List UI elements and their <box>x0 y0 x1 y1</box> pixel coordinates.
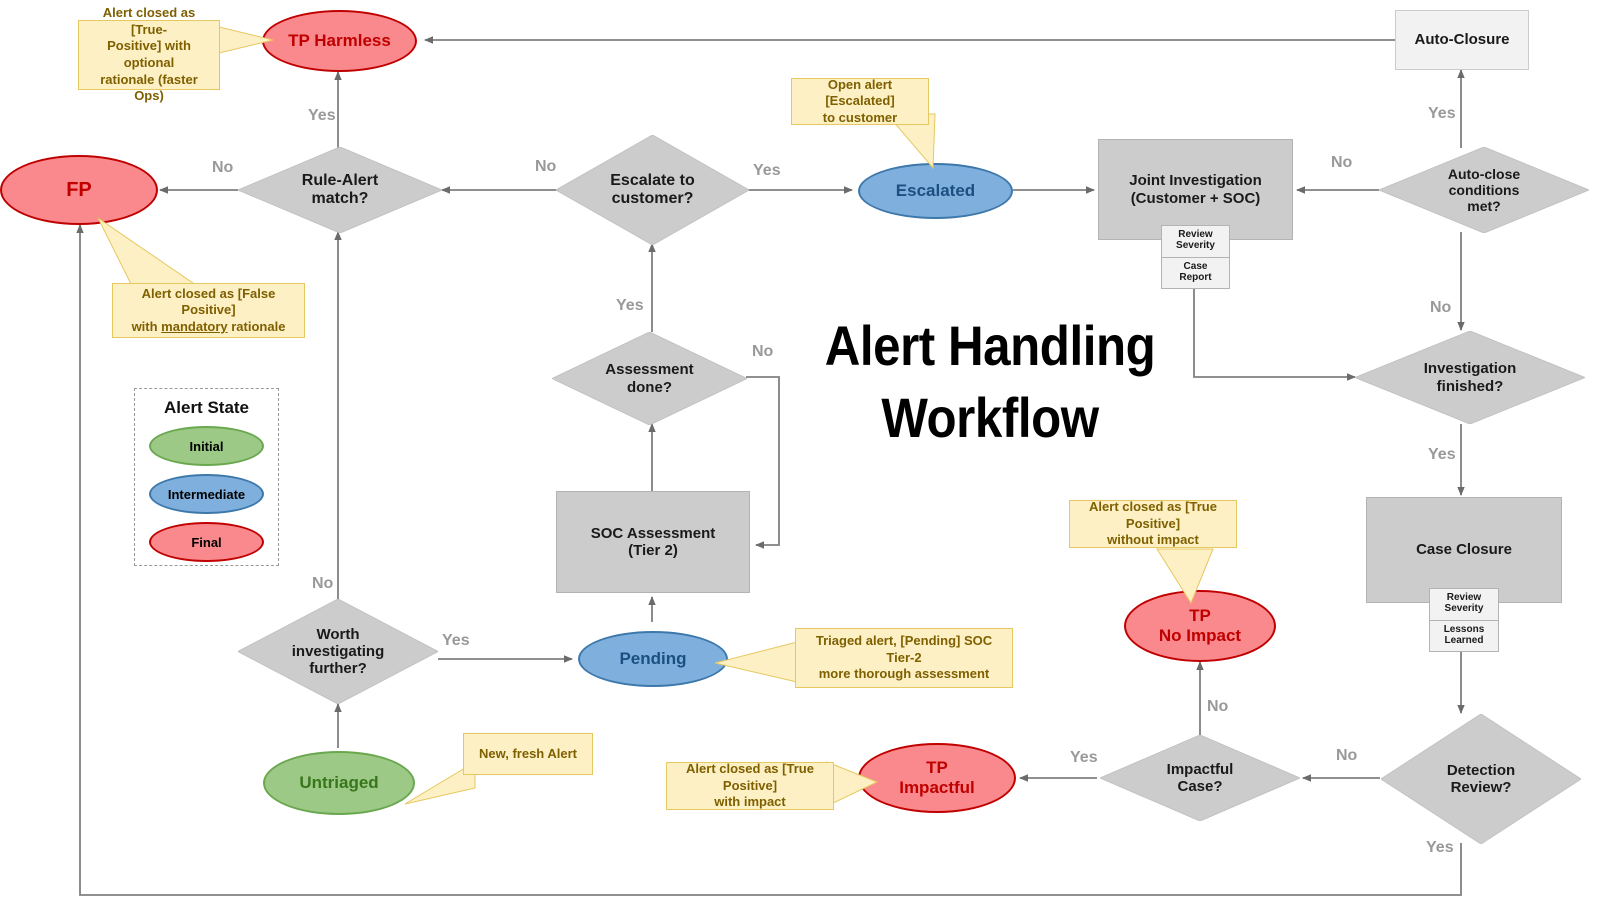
note-pointer-pending <box>715 641 798 683</box>
subtable-row: Review Severity <box>1444 592 1484 615</box>
node-pending-label: Pending <box>619 649 687 669</box>
node-pending[interactable]: Pending <box>578 631 728 687</box>
node-tp-impactful-label: TP Impactful <box>899 758 975 797</box>
node-tp-harmless[interactable]: TP Harmless <box>262 10 417 72</box>
node-investigation-finished-label: Investigation finished? <box>1423 360 1517 395</box>
edge-label-rule-match-no: No <box>212 159 234 176</box>
node-escalated-label: Escalated <box>895 181 976 201</box>
legend-alert-state: Alert State Initial Intermediate Final <box>134 388 279 566</box>
legend-item-initial: Initial <box>149 426 264 466</box>
page-title: Alert Handling Workflow <box>824 314 1156 449</box>
edge-label-worth-no: No <box>312 575 334 592</box>
node-impactful-case-label: Impactful Case? <box>1166 760 1234 795</box>
edge-label-autoclose-yes: Yes <box>1428 105 1456 122</box>
diamond-shape <box>238 147 442 233</box>
node-detection-review[interactable]: Detection Review? <box>1381 714 1581 844</box>
note-untriaged: New, fresh Alert <box>463 733 593 775</box>
diamond-shape <box>552 332 747 425</box>
diamond-shape <box>556 135 749 245</box>
legend-item-intermediate: Intermediate <box>149 474 264 514</box>
node-investigation-finished[interactable]: Investigation finished? <box>1355 331 1585 424</box>
edge-label-worth-yes: Yes <box>442 632 470 649</box>
note-fp-underlined: mandatory <box>161 318 228 334</box>
diamond-shape <box>1100 735 1300 821</box>
edge-label-escalate-yes: Yes <box>753 162 781 179</box>
edge-label-detection-yes: Yes <box>1426 839 1454 856</box>
legend-item-initial-label: Initial <box>189 438 224 454</box>
node-assessment-done[interactable]: Assessment done? <box>552 332 747 425</box>
edge-label-autoclose-no-down: No <box>1430 299 1452 316</box>
note-pointer-tp-harmless <box>215 25 274 55</box>
node-escalate-to-customer[interactable]: Escalate to customer? <box>556 135 749 245</box>
legend-item-intermediate-label: Intermediate <box>167 486 246 502</box>
subtable-row: Lessons Learned <box>1430 619 1498 652</box>
note-tp-impactful: Alert closed as [True Positive] with imp… <box>666 761 834 810</box>
node-assessment-done-label: Assessment done? <box>605 361 694 396</box>
node-tp-harmless-label: TP Harmless <box>288 31 391 51</box>
node-case-closure-label: Case Closure <box>1416 541 1512 559</box>
subtable-row: Review Severity <box>1176 229 1215 252</box>
node-auto-closure[interactable]: Auto-Closure <box>1395 10 1529 70</box>
edge-label-autoclose-no-left: No <box>1331 154 1353 171</box>
node-impactful-case[interactable]: Impactful Case? <box>1100 735 1300 821</box>
note-fp-suffix: rationale <box>227 318 286 334</box>
node-joint-investigation-label: Joint Investigation (Customer + SOC) <box>1129 172 1262 207</box>
note-fp: Alert closed as [False Positive] with ma… <box>112 283 305 338</box>
node-case-closure[interactable]: Case Closure <box>1366 497 1562 603</box>
node-rule-alert-match-label: Rule-Alert match? <box>301 171 379 207</box>
edge-label-detection-no: No <box>1336 747 1358 764</box>
node-untriaged[interactable]: Untriaged <box>263 751 415 815</box>
edge-label-assessment-no: No <box>752 343 774 360</box>
diamond-shape <box>1379 147 1589 233</box>
legend-item-final-label: Final <box>191 534 222 550</box>
legend-title: Alert State <box>163 398 250 417</box>
note-tp-no-impact: Alert closed as [True Positive] without … <box>1069 499 1237 548</box>
node-soc-assessment[interactable]: SOC Assessment (Tier 2) <box>556 491 750 593</box>
node-rule-alert-match[interactable]: Rule-Alert match? <box>238 147 442 233</box>
node-tp-no-impact[interactable]: TP No Impact <box>1124 590 1276 662</box>
node-worth-investigating[interactable]: Worth investigating further? <box>238 599 438 704</box>
edge-label-assessment-yes: Yes <box>616 297 644 314</box>
joint-investigation-subtable: Review Severity Case Report <box>1161 225 1230 289</box>
node-escalate-to-customer-label: Escalate to customer? <box>610 171 695 207</box>
diamond-shape <box>1355 331 1585 424</box>
node-auto-closure-label: Auto-Closure <box>1414 31 1510 49</box>
edge-label-investigation-yes: Yes <box>1428 446 1456 463</box>
node-fp[interactable]: FP <box>0 155 158 225</box>
node-tp-impactful[interactable]: TP Impactful <box>858 743 1016 813</box>
node-untriaged-label: Untriaged <box>299 773 379 793</box>
note-tp-harmless: Alert closed as [True- Positive] with op… <box>78 5 220 103</box>
case-closure-subtable: Review Severity Lessons Learned <box>1429 588 1499 652</box>
subtable-row: Case Report <box>1162 256 1229 289</box>
node-escalated[interactable]: Escalated <box>858 163 1013 219</box>
node-soc-assessment-label: SOC Assessment (Tier 2) <box>590 524 716 559</box>
edge-label-escalate-no: No <box>535 158 557 175</box>
edge-label-impactful-yes: Yes <box>1070 749 1098 766</box>
node-tp-no-impact-label: TP No Impact <box>1158 606 1242 645</box>
node-joint-investigation[interactable]: Joint Investigation (Customer + SOC) <box>1098 139 1293 240</box>
note-pending: Triaged alert, [Pending] SOC Tier-2 more… <box>795 628 1013 688</box>
diamond-shape <box>1381 714 1581 844</box>
node-auto-close-conditions[interactable]: Auto-close conditions met? <box>1379 147 1589 233</box>
note-escalated: Open alert [Escalated] to customer <box>791 77 929 125</box>
node-fp-label: FP <box>66 178 92 201</box>
diamond-shape <box>238 599 438 704</box>
node-detection-review-label: Detection Review? <box>1446 761 1516 796</box>
node-auto-close-conditions-label: Auto-close conditions met? <box>1447 165 1521 215</box>
edge-label-rule-match-yes: Yes <box>308 107 336 124</box>
node-worth-investigating-label: Worth investigating further? <box>291 625 385 678</box>
legend-item-final: Final <box>149 522 264 562</box>
note-pointer-tp-no-impact <box>1156 548 1214 605</box>
edge-label-impactful-no: No <box>1207 698 1229 715</box>
